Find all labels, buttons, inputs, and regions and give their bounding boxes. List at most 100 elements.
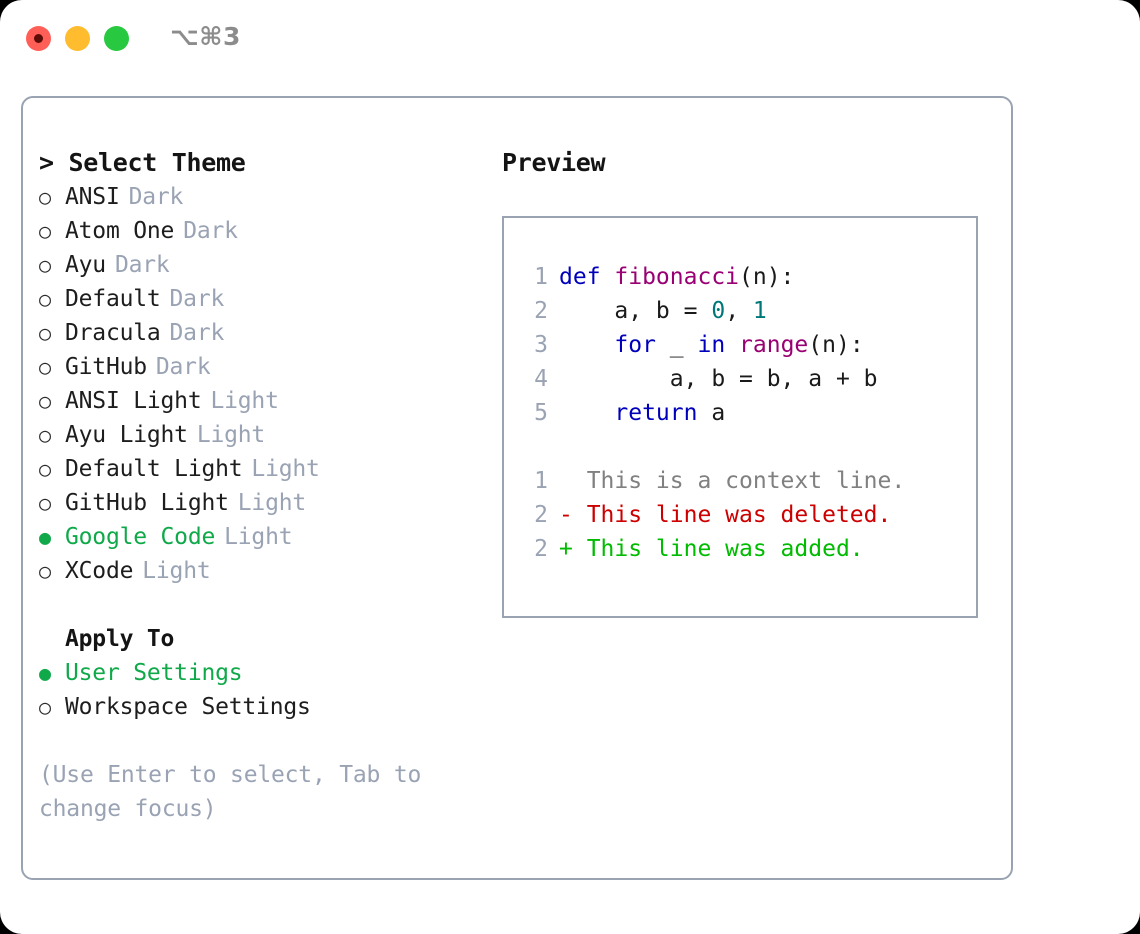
- prompt-caret: >: [39, 148, 69, 177]
- apply-to-option-workspace-settings[interactable]: ○Workspace Settings: [39, 690, 479, 724]
- theme-variant-badge: Light: [237, 490, 307, 516]
- token-fn: fibonacci: [614, 264, 740, 290]
- theme-variant-badge: Dark: [169, 320, 225, 346]
- token-kw: for: [614, 332, 656, 358]
- radio-unselected-icon: ○: [39, 423, 51, 447]
- spacer: [518, 430, 970, 464]
- token-num: 0: [711, 298, 726, 324]
- token-pl: [725, 332, 739, 358]
- preview-heading: Preview: [502, 148, 606, 177]
- theme-option-dracula[interactable]: ○ Dracula Dark: [39, 316, 479, 350]
- line-number: 1: [534, 468, 548, 494]
- apply-to-option-label: Workspace Settings: [65, 694, 311, 720]
- select-theme-heading: > Select Theme: [39, 146, 479, 180]
- diff-line: 2 - This line was deleted.: [518, 498, 970, 532]
- theme-option-label: GitHub Light: [65, 490, 229, 516]
- line-number: 1: [534, 264, 548, 290]
- token-fn: range: [739, 332, 809, 358]
- traffic-light-controls: [26, 26, 129, 51]
- token-pl: ,: [725, 298, 753, 324]
- code-line-content: return a: [559, 396, 725, 430]
- theme-variant-badge: Light: [224, 524, 293, 550]
- theme-variant-badge: Dark: [183, 218, 238, 244]
- theme-variant-badge: Dark: [169, 286, 225, 312]
- line-number: 3: [534, 332, 548, 358]
- keyboard-hint-text: (Use Enter to select, Tab to change focu…: [39, 762, 435, 822]
- close-window-button[interactable]: [26, 26, 51, 51]
- theme-variant-badge: Dark: [155, 354, 211, 380]
- apply-to-option-user-settings[interactable]: ● User Settings: [39, 656, 479, 690]
- minimize-window-button[interactable]: [65, 26, 90, 51]
- code-line-content: This is a context line.: [559, 464, 906, 498]
- select-theme-title: Select Theme: [68, 148, 246, 177]
- theme-option-label: Ayu Light: [65, 422, 188, 448]
- token-pl: a: [697, 400, 726, 426]
- radio-unselected-icon: ○: [39, 253, 51, 277]
- theme-option-xcode[interactable]: ○ XCode Light: [39, 554, 479, 588]
- line-number: 2: [534, 298, 548, 324]
- diff-line: 2 + This line was added.: [518, 532, 970, 566]
- token-pl: (n):: [739, 264, 795, 290]
- apply-to-heading: Apply To: [65, 626, 175, 652]
- code-line-content: def fibonacci(n):: [559, 260, 794, 294]
- theme-variant-badge: Dark: [114, 252, 170, 278]
- theme-option-label: Google Code: [65, 524, 216, 550]
- token-pl: [559, 400, 614, 426]
- code-line-content: for _ in range(n):: [559, 328, 864, 362]
- line-number: 2: [534, 502, 548, 528]
- diff-line: 1 This is a context line.: [518, 464, 970, 498]
- code-line-content: a, b = 0, 1: [559, 294, 766, 328]
- token-pl: (n):: [808, 332, 864, 358]
- code-line: 2 a, b = 0, 1: [518, 294, 970, 328]
- theme-option-ansi-light[interactable]: ○ ANSI Light Light: [39, 384, 479, 418]
- radio-selected-icon: ●: [39, 661, 51, 685]
- apply-to-list: ● User Settings ○Workspace Settings: [39, 656, 479, 724]
- radio-unselected-icon: ○: [39, 389, 51, 413]
- theme-option-label: Default Light: [65, 456, 243, 482]
- line-number: 2: [534, 536, 548, 562]
- radio-unselected-icon: ○: [39, 355, 51, 379]
- zoom-window-button[interactable]: [104, 26, 129, 51]
- radio-unselected-icon: ○: [39, 287, 51, 311]
- spacer: [39, 588, 479, 622]
- theme-variant-badge: Light: [142, 558, 211, 584]
- theme-variant-badge: Light: [196, 422, 266, 448]
- line-number: 5: [534, 400, 548, 426]
- radio-unselected-icon: ○: [39, 559, 51, 583]
- token-pl: a, b =: [559, 298, 712, 324]
- theme-option-label: Dracula: [65, 320, 161, 346]
- line-number: 4: [534, 366, 548, 392]
- keyboard-shortcut-label: ⌥⌘3: [170, 22, 241, 51]
- token-ctx: This is a context line.: [559, 468, 906, 494]
- apply-to-option-label: User Settings: [65, 660, 243, 686]
- theme-option-label: ANSI Light: [65, 388, 202, 414]
- token-del: - This line was deleted.: [559, 502, 892, 528]
- code-line-content: + This line was added.: [559, 532, 864, 566]
- token-kw: def: [559, 264, 615, 290]
- theme-variant-badge: Light: [251, 456, 320, 482]
- token-pl: [559, 332, 614, 358]
- radio-unselected-icon: ○: [39, 219, 51, 243]
- code-line: 1 def fibonacci(n):: [518, 260, 970, 294]
- theme-option-ayu-light[interactable]: ○ Ayu Light Light: [39, 418, 479, 452]
- radio-unselected-icon: ○: [39, 185, 51, 209]
- radio-unselected-icon: ○: [39, 321, 51, 345]
- theme-variant-badge: Light: [210, 388, 279, 414]
- theme-option-label: XCode: [65, 558, 134, 584]
- theme-option-label: ANSI: [65, 184, 120, 210]
- token-add: + This line was added.: [559, 536, 864, 562]
- diff-sample-block: 1 This is a context line. 2 - This line wa…: [518, 464, 970, 566]
